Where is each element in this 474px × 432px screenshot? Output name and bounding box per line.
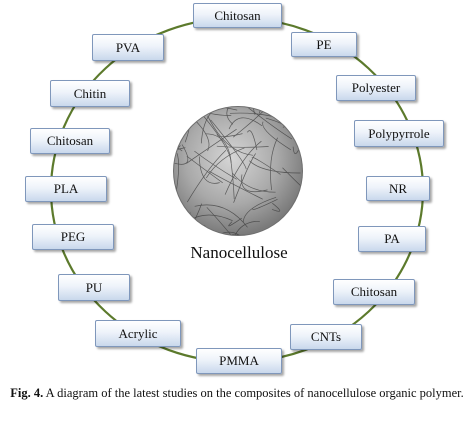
fiber-texture [232,110,265,138]
fiber-texture [229,220,260,235]
fiber-texture [271,202,281,212]
fiber-texture [262,121,291,151]
fiber-texture [198,156,220,184]
fiber-texture [228,117,263,130]
caption-text: A diagram of the latest studies on the c… [43,386,464,400]
fiber-texture [252,198,278,210]
fiber-texture [186,128,237,164]
fiber-texture [165,206,171,233]
fiber-texture [226,107,234,125]
fiber-texture [259,107,264,114]
fiber-texture [174,107,182,113]
fiber-texture [178,107,182,126]
fiber-texture [232,173,276,193]
node-chitin: Chitin [50,80,130,107]
node-pva: PVA [92,34,164,61]
fiber-texture [166,115,171,170]
fiber-texture [243,107,256,115]
diagram-canvas [49,16,425,364]
fiber-texture [242,196,277,223]
fiber-texture [239,107,293,140]
fiber-texture [174,137,186,151]
node-chitosan-top: Chitosan [193,3,282,28]
fiber-texture [216,145,269,148]
caption-figure-number: Fig. 4. [10,386,44,400]
node-nr: NR [366,176,430,201]
node-pu: PU [58,274,130,301]
fiber-texture [206,147,245,179]
fiber-texture [249,160,301,174]
center-label: Nanocellulose [190,243,288,262]
fiber-texture [224,140,262,195]
fiber-texture [194,204,248,228]
fiber-texture [174,111,183,152]
fiber-texture [200,107,234,144]
fiber-texture [282,167,302,187]
node-cnts: CNTs [290,324,362,350]
fiber-texture [209,170,263,200]
node-chitosan-left: Chitosan [30,128,110,154]
node-polyester: Polyester [336,75,416,101]
fiber-texture [206,207,247,235]
node-peg: PEG [32,224,114,250]
fiber-texture [228,217,242,227]
fiber-texture [216,133,243,137]
node-pa: PA [358,226,426,252]
figure-caption: Fig. 4. A diagram of the latest studies … [0,384,474,403]
node-chitosan-right: Chitosan [333,279,415,305]
fiber-texture [281,107,293,118]
node-polypyrrole: Polypyrrole [354,120,444,147]
fiber-texture [247,130,258,151]
node-pe: PE [291,32,357,57]
node-acrylic: Acrylic [95,320,181,347]
fiber-texture [174,208,175,233]
fiber-texture [270,137,278,191]
fiber-texture [210,119,247,170]
fiber-texture [179,212,191,225]
fiber-texture [256,107,274,113]
fiber-texture [233,153,256,203]
node-pla: PLA [25,176,107,202]
fiber-texture [186,155,223,184]
node-pmma: PMMA [196,348,282,374]
fiber-texture [207,115,254,156]
